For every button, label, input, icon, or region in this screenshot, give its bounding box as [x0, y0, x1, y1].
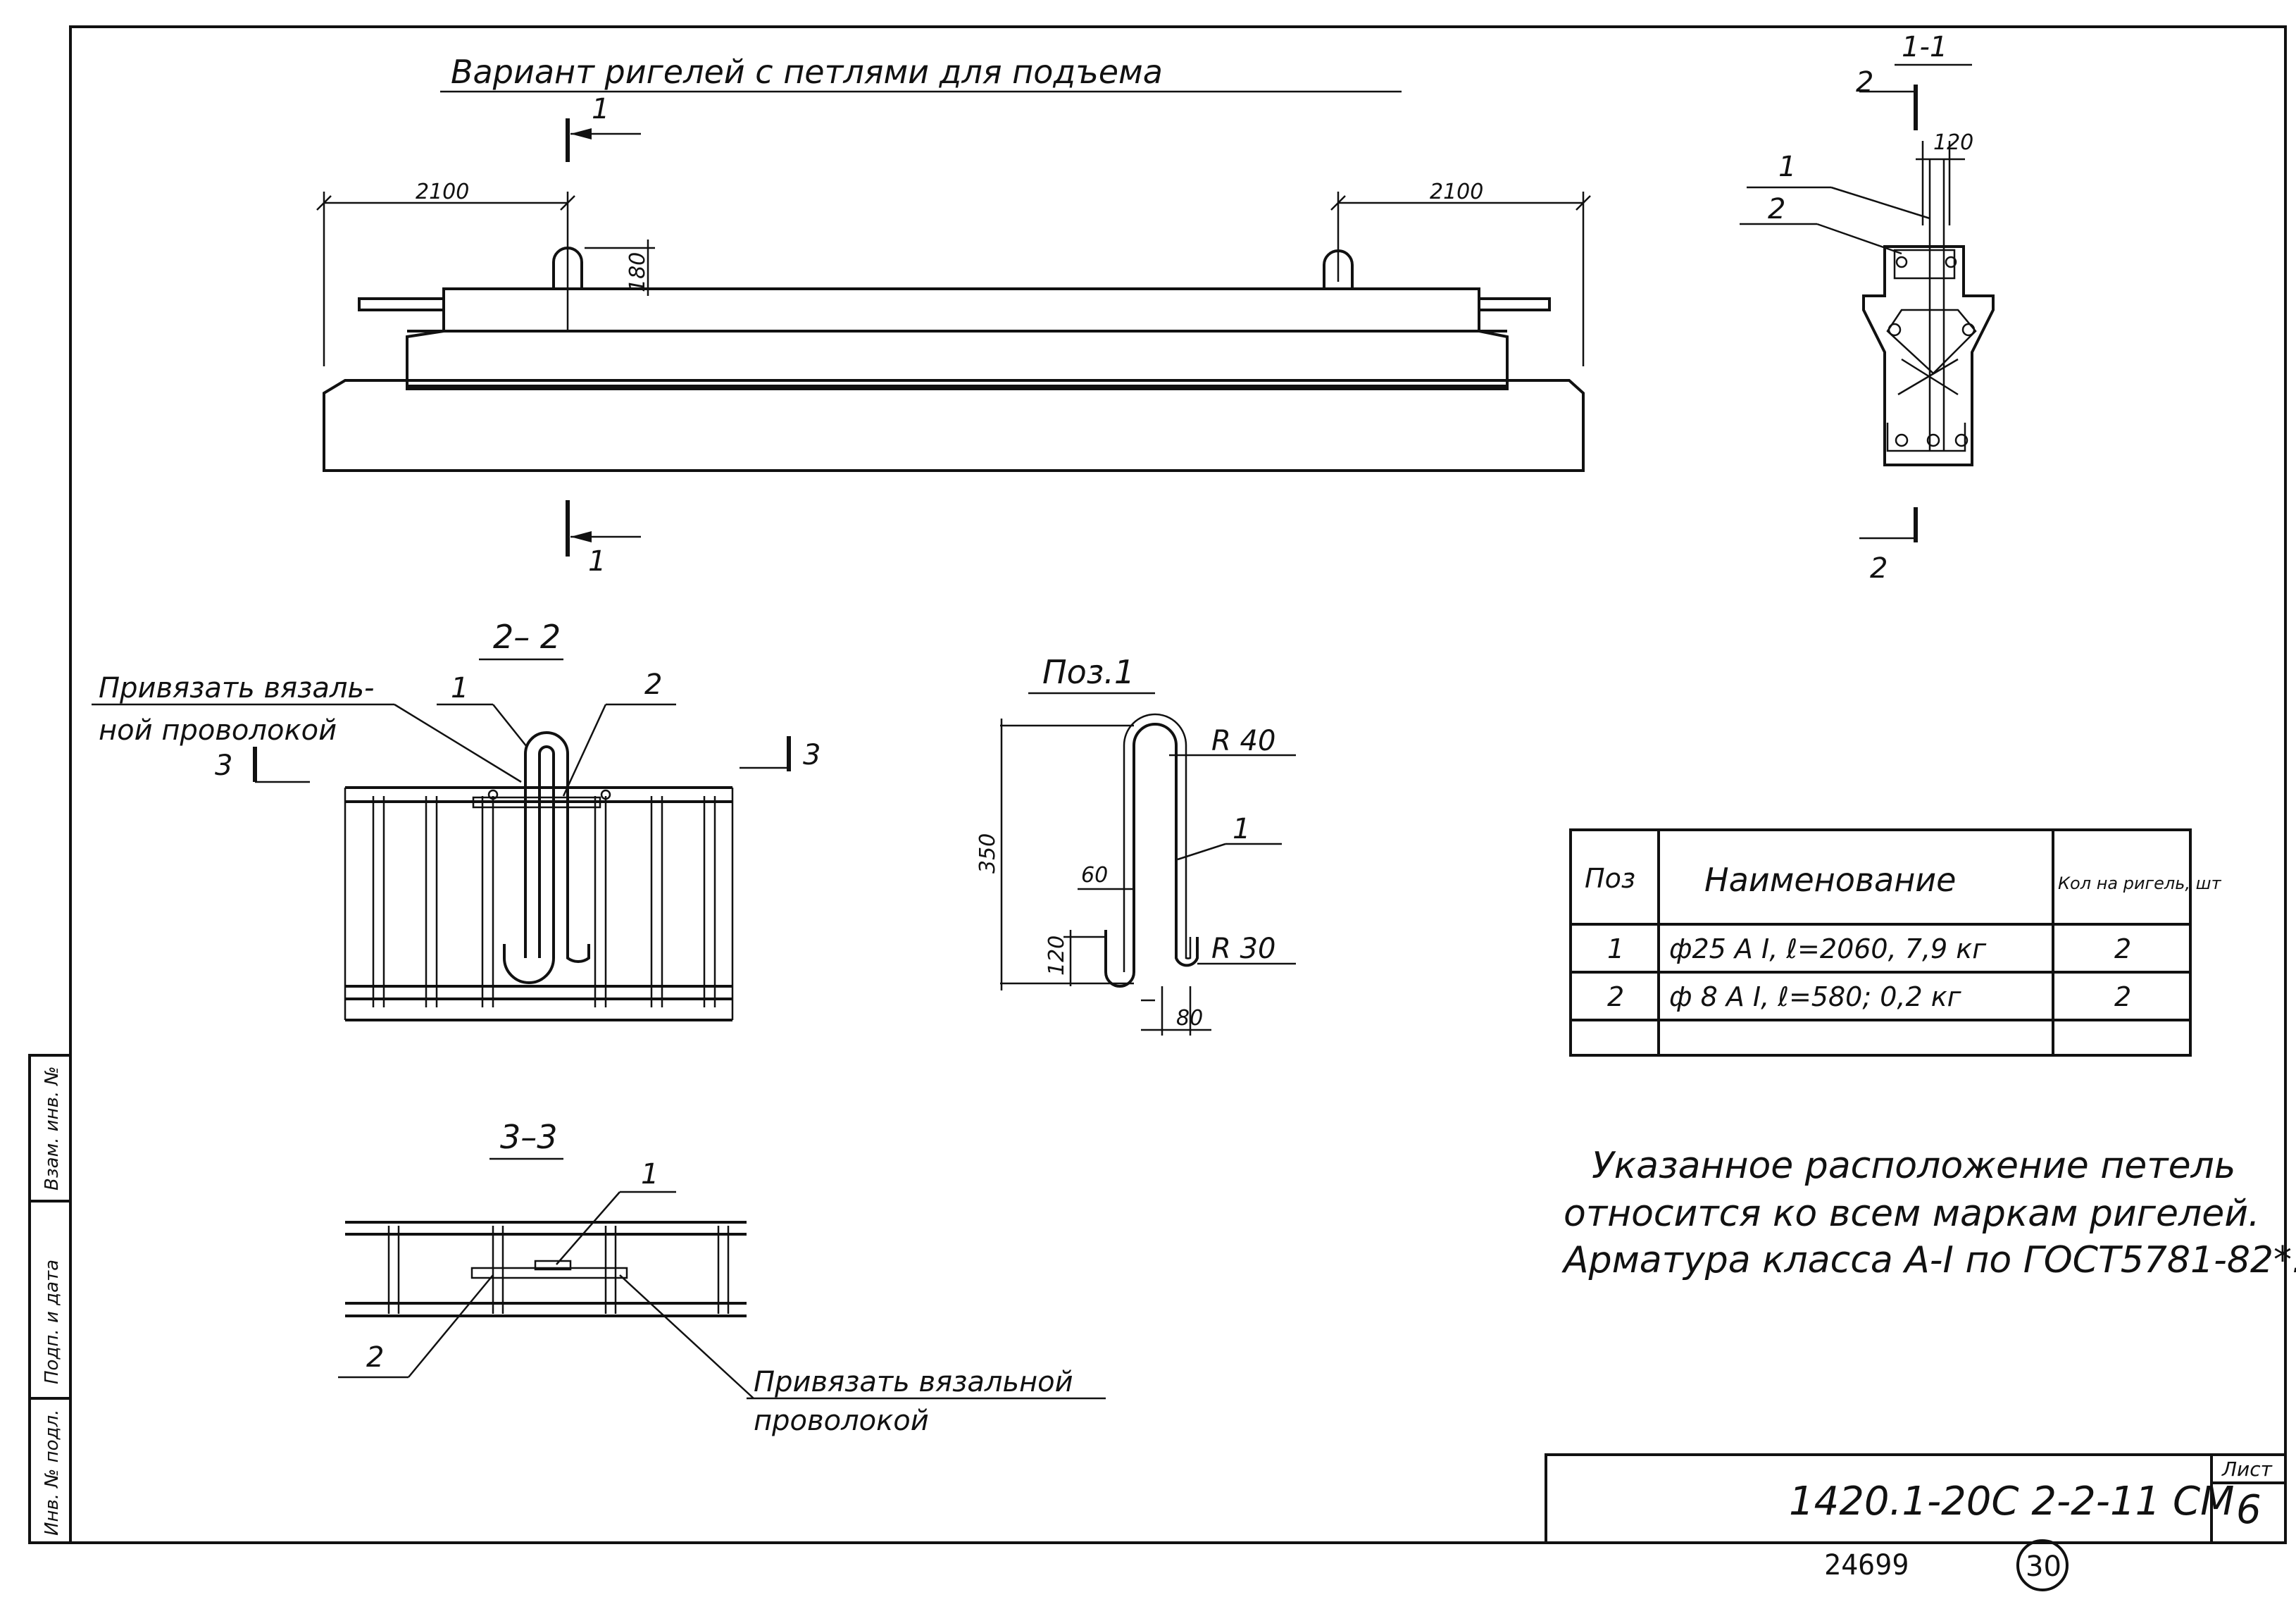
- dim-left: 2100: [416, 180, 469, 204]
- section-22-pos2: 2: [644, 669, 662, 701]
- note-line-2: относится ко всем маркам ригелей.: [1564, 1193, 2260, 1235]
- stamp-sheet-label: Лист: [2221, 1458, 2273, 1481]
- sheet-frame: [69, 25, 2287, 1544]
- stamp-circled: 30: [2026, 1551, 2061, 1583]
- pos1-pos: 1: [1233, 813, 1250, 845]
- section-11-pos1: 1: [1778, 151, 1796, 183]
- side-cell-3: Инв. № подл.: [42, 1410, 63, 1536]
- section-11-title: 1-1: [1902, 31, 1947, 63]
- stamp-inventory: 24699: [1824, 1549, 1909, 1582]
- section-11-pos2: 2: [1768, 193, 1785, 225]
- section-33-note2: проволокой: [754, 1405, 929, 1437]
- section-1-label: 1: [592, 93, 609, 125]
- spec-table: Поз Наименование Кол на ригель, шт 1 ф25…: [1569, 828, 2222, 1057]
- dim-loop-height: 180: [625, 252, 650, 292]
- pos1-detail: Поз.1 350 60 120 80 R 40 R 30 1: [975, 653, 1296, 1036]
- pos1-dim-120: 120: [1044, 936, 1069, 976]
- beam-elevation: 1 1 2100 2100 180: [316, 93, 1591, 578]
- section-11-cut-bottom: 2: [1870, 552, 1888, 585]
- section-33-pos2: 2: [366, 1341, 384, 1374]
- stamp: 1420.1-20С 2-2-11 СМ Лист 6 24699 30: [1545, 1453, 2287, 1591]
- note-line-1: Указанное расположение петель: [1592, 1145, 2235, 1187]
- section-22-pos1: 1: [451, 672, 468, 704]
- section-33-note: Привязать вязальной: [754, 1366, 1073, 1398]
- table-row-2-pos: 2: [1607, 981, 1624, 1012]
- note-line-3: Арматура класса А-I по ГОСТ5781-82*.: [1561, 1239, 2296, 1281]
- drawing-title: Вариант ригелей с петлями для подъема: [451, 53, 1163, 91]
- pos1-dim-80: 80: [1176, 1006, 1203, 1031]
- section-11-cut: 2: [1856, 66, 1873, 99]
- section-1-bottom-label: 1: [588, 545, 606, 578]
- section-33-title: 3–3: [500, 1118, 558, 1156]
- table-row-2-name: ф 8 A I, ℓ=580; 0,2 кг: [1669, 981, 1962, 1012]
- section-22-note2: ной проволокой: [99, 714, 337, 747]
- pos1-r30: R 30: [1211, 933, 1275, 965]
- pos1-dim-height: 350: [975, 833, 1000, 874]
- table-row-1-qty: 2: [2114, 933, 2131, 964]
- table-row-1-name: ф25 A I, ℓ=2060, 7,9 кг: [1669, 933, 1987, 964]
- section-1-1: 1-1 2 2 120 1 2: [1740, 31, 1995, 585]
- section-22-cut-right: 3: [803, 739, 821, 771]
- side-cell-1: Взам. инв. №: [42, 1066, 63, 1191]
- table-header-pos: Поз: [1585, 863, 1635, 894]
- side-cell-2: Подп. и дата: [42, 1260, 63, 1384]
- section-22-note: Привязать вязаль-: [99, 672, 374, 704]
- section-22-cut-left: 3: [215, 750, 232, 782]
- section-33-pos1: 1: [641, 1158, 659, 1191]
- table-row-1-pos: 1: [1607, 933, 1624, 964]
- section-2-2: 2– 2 Привязать вязаль- ной проволокой 3 …: [92, 618, 821, 1021]
- section-3-3: 3–3 1 2 Привязать вязальной проволокой: [338, 1118, 1106, 1437]
- table-row-2-qty: 2: [2114, 981, 2131, 1012]
- stamp-sheet-number: 6: [2236, 1487, 2261, 1533]
- pos1-dim-60: 60: [1081, 863, 1108, 888]
- stamp-code: 1420.1-20С 2-2-11 СМ: [1789, 1479, 2234, 1524]
- section-22-title: 2– 2: [493, 618, 561, 656]
- table-header-qty: Кол на ригель, шт: [2058, 874, 2222, 893]
- table-header-name: Наименование: [1704, 861, 1956, 899]
- pos1-title: Поз.1: [1042, 653, 1135, 691]
- side-strip: Взам. инв. № Подп. и дата Инв. № подл.: [28, 1054, 72, 1544]
- section-11-dim: 120: [1933, 130, 1973, 155]
- pos1-r40: R 40: [1211, 725, 1275, 757]
- dim-right: 2100: [1430, 180, 1483, 204]
